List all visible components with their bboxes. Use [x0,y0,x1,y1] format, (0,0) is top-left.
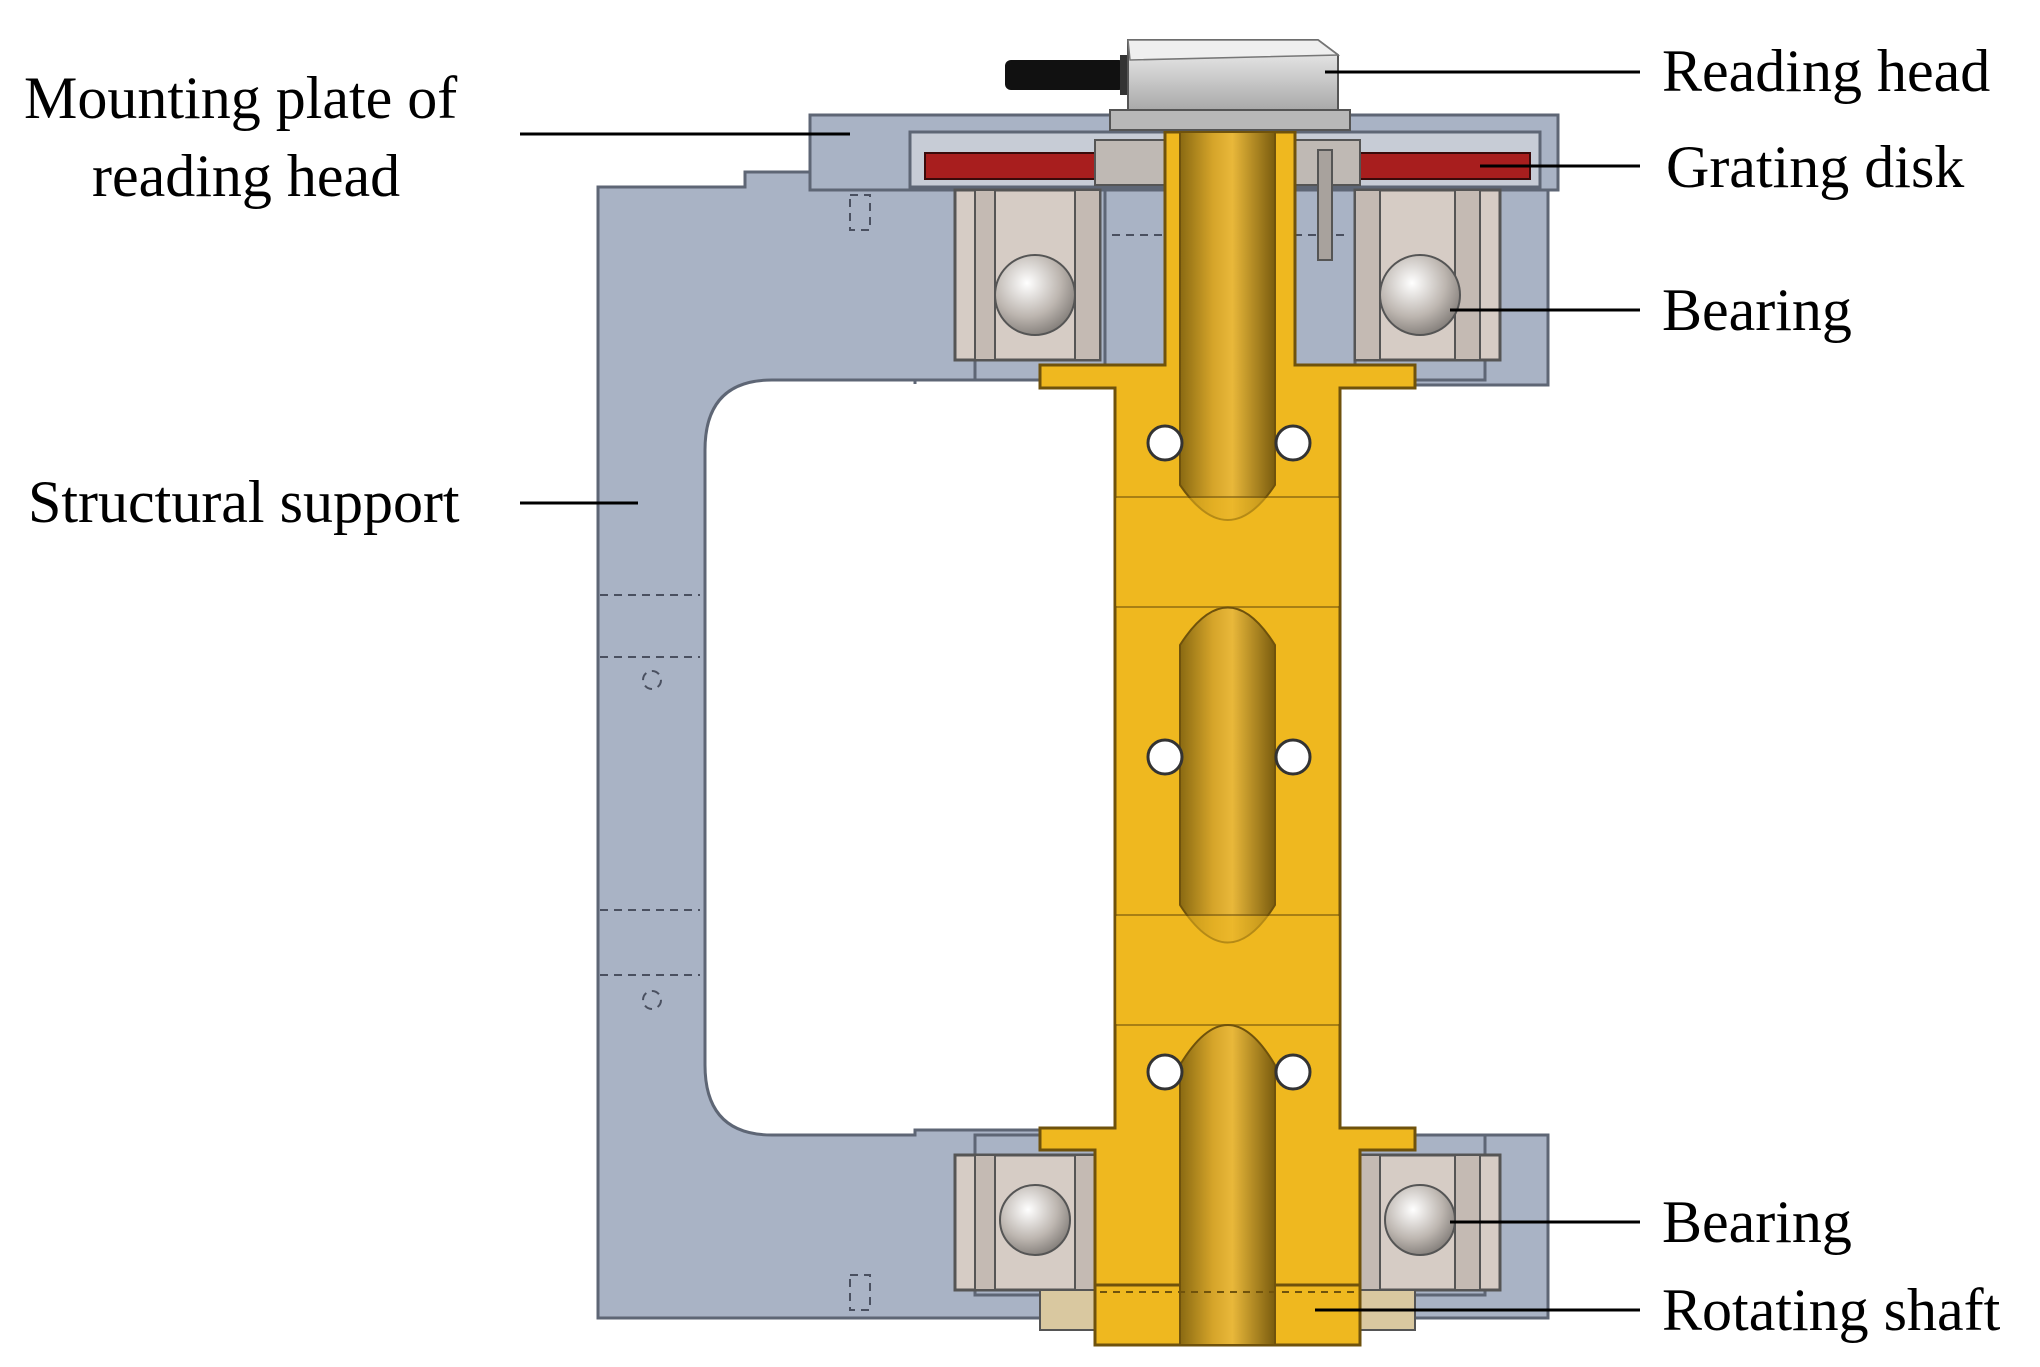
label-bearing-bottom: Bearing [1662,1189,1852,1255]
label-mounting-plate-line1: Mounting plate of [24,65,457,131]
reading-head [1005,39,1351,131]
label-rotating-shaft: Rotating shaft [1662,1277,2001,1343]
label-reading-head: Reading head [1662,38,1990,104]
leader-lines [520,70,1640,1312]
label-grating-disk: Grating disk [1666,134,1964,200]
label-bearing-top: Bearing [1662,277,1852,343]
label-mounting-plate-line2: reading head [92,143,400,209]
rotating-shaft [1038,130,1417,1347]
bearing-top-right [1353,188,1502,362]
bearing-bottom-left [953,1153,1102,1292]
label-structural-support: Structural support [28,469,460,535]
bearing-top-left [953,188,1102,362]
